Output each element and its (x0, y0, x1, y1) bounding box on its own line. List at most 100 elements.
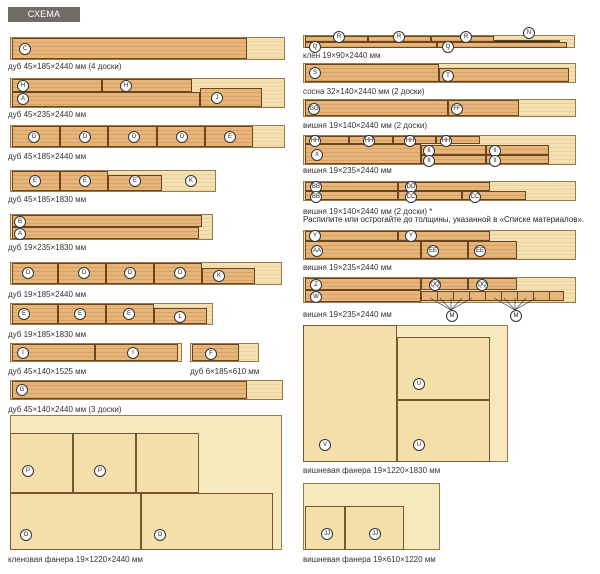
board-caption: кленовая фанера 19×1220×2440 мм (8, 555, 143, 564)
part-j (200, 88, 262, 107)
part-label: A (17, 93, 29, 105)
part-label: F (205, 348, 217, 360)
part-label: C (19, 43, 31, 55)
part-label: Q (442, 41, 454, 53)
part-x (305, 144, 421, 164)
board-caption: вишня 19×235×2440 мм (303, 310, 392, 319)
part-label: S (309, 67, 321, 79)
part-label: B (14, 216, 26, 228)
part-label: BB (310, 191, 322, 203)
part-label: E (79, 175, 91, 187)
part-hh (436, 136, 480, 144)
board-caption: вишня 19×140×2440 мм (2 доски) (303, 121, 428, 130)
part-h (12, 79, 102, 92)
part-label: O (154, 529, 166, 541)
part-label: O (20, 529, 32, 541)
board-caption: вишня 19×235×2440 мм (303, 166, 392, 175)
part-z (305, 278, 421, 290)
part-b (12, 215, 202, 227)
part-label: E (74, 308, 86, 320)
part-hh (305, 136, 349, 144)
part-c (12, 38, 247, 59)
part-label: D (124, 267, 136, 279)
part-label: D (28, 131, 40, 143)
part-h (102, 79, 192, 92)
board-caption: дуб 6×185×610 мм (190, 367, 260, 376)
part-label: Y (309, 230, 321, 242)
part-label: DD (405, 181, 417, 193)
part-label: M (510, 310, 522, 322)
part-label: K (213, 270, 225, 282)
part-label: E (29, 175, 41, 187)
part-label: D (128, 131, 140, 143)
part-label: II (423, 155, 435, 167)
board-caption: дуб 45×185×2440 мм (4 доски) (8, 62, 122, 71)
part-a (12, 227, 199, 239)
part-cc (462, 191, 526, 200)
board-note: Распилите или острогайте до толщины, ука… (303, 215, 585, 224)
part-dd (398, 182, 490, 191)
part-label: HH (440, 135, 452, 147)
part-k (202, 268, 255, 284)
part-g (12, 381, 247, 399)
part-y (305, 231, 398, 241)
part-aa (305, 241, 421, 259)
part-q (305, 42, 437, 48)
part-a (12, 92, 200, 107)
board-caption: клен 19×90×2440 мм (303, 51, 381, 60)
part-label: AA (311, 245, 323, 257)
part-p (10, 433, 73, 493)
part-label: W (310, 291, 322, 303)
part-v (303, 325, 397, 462)
part-label: K (185, 175, 197, 187)
part-label: T (442, 70, 454, 82)
part-label: R (393, 31, 405, 43)
board-caption: дуб 45×235×2440 мм (8, 110, 87, 119)
part-label: I (127, 347, 139, 359)
part-label: E (129, 175, 141, 187)
part-label: D (79, 131, 91, 143)
part-y (398, 231, 490, 241)
part-label: M (446, 310, 458, 322)
part-label: D (78, 267, 90, 279)
part-label: EE (474, 245, 486, 257)
part-label: EE (427, 245, 439, 257)
board-caption: дуб 45×140×1525 мм (8, 367, 87, 376)
board-caption: дуб 45×140×2440 мм (3 доски) (8, 405, 122, 414)
part-label: HH (363, 135, 375, 147)
part-label: I (17, 347, 29, 359)
part-label: E (18, 308, 30, 320)
part-label: P (22, 465, 34, 477)
part-label: U (413, 439, 425, 451)
part-label: R (460, 31, 472, 43)
part-gg (305, 100, 448, 116)
part-label: CC (469, 191, 481, 203)
part-p (136, 433, 199, 493)
part-label: E (224, 131, 236, 143)
part-label: R (333, 31, 345, 43)
part-label: Q (309, 41, 321, 53)
part-label: II (489, 155, 501, 167)
part-label: FF (451, 103, 463, 115)
leader-lines (429, 297, 537, 311)
part-p (73, 433, 136, 493)
board-caption: дуб 45×185×2440 мм (8, 152, 87, 161)
part-label: G (16, 384, 28, 396)
part-label: JJ (321, 528, 333, 540)
part-label: V (319, 439, 331, 451)
part-w (305, 290, 421, 302)
board-caption: вишневая фанера 19×610×1220 мм (303, 555, 436, 564)
board-caption: дуб 45×185×1830 мм (8, 195, 87, 204)
part-label: D (174, 267, 186, 279)
part-label: U (413, 378, 425, 390)
board-caption: вишня 19×140×2440 мм (2 доски) * (303, 207, 433, 216)
board-caption: сосна 32×140×2440 мм (2 доски) (303, 87, 425, 96)
part-cc (398, 191, 462, 200)
board-caption: вишневая фанера 19×1220×1830 мм (303, 466, 441, 475)
part-ii (486, 155, 549, 164)
part-ii (486, 145, 549, 155)
part-label: Y (405, 230, 417, 242)
part-label: Z (310, 279, 322, 291)
part-o (10, 493, 141, 550)
